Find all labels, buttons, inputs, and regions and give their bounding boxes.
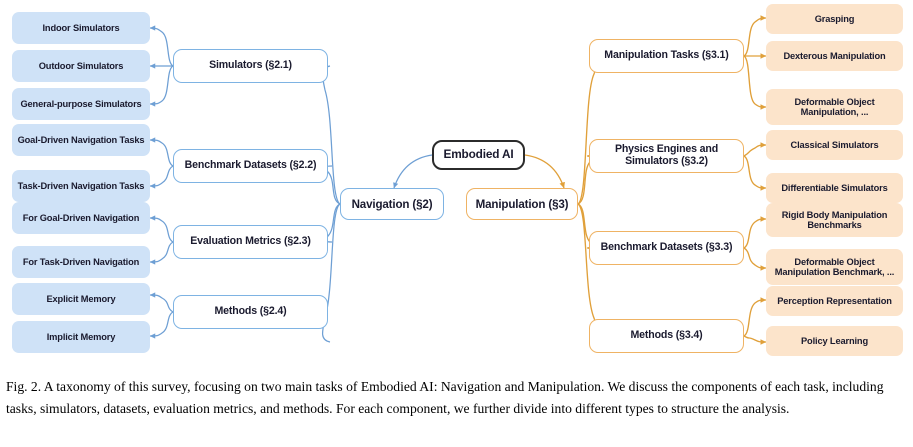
taxonomy-diagram: Embodied AI Navigation (§2) Manipulation… [12,4,903,356]
leaf-node-outdoor-simulators[interactable]: Outdoor Simulators [12,50,150,82]
leaf-node-policy-learning[interactable]: Policy Learning [766,326,903,356]
leaf-node-task-driven-navigation-tasks[interactable]: Task-Driven Navigation Tasks [12,170,150,202]
leaf-node-for-goal-driven-navigation[interactable]: For Goal-Driven Navigation [12,202,150,234]
leaf-node-grasping[interactable]: Grasping [766,4,903,34]
branch-node-navigation[interactable]: Navigation (§2) [340,188,444,220]
leaf-node-goal-driven-navigation-tasks[interactable]: Goal-Driven Navigation Tasks [12,124,150,156]
mid-node-nav-methods[interactable]: Methods (§2.4) [173,295,328,329]
mid-node-man-methods[interactable]: Methods (§3.4) [589,319,744,353]
leaf-node-dexterous-manipulation[interactable]: Dexterous Manipulation [766,41,903,71]
leaf-node-for-task-driven-navigation[interactable]: For Task-Driven Navigation [12,246,150,278]
figure-caption: Fig. 2. A taxonomy of this survey, focus… [0,376,913,420]
mid-node-nav-evaluation-metrics[interactable]: Evaluation Metrics (§2.3) [173,225,328,259]
leaf-node-classical-simulators[interactable]: Classical Simulators [766,130,903,160]
leaf-node-perception-representation[interactable]: Perception Representation [766,286,903,316]
figure-caption-text: A taxonomy of this survey, focusing on t… [6,379,884,417]
figure-label: Fig. 2. [6,379,42,394]
leaf-node-indoor-simulators[interactable]: Indoor Simulators [12,12,150,44]
leaf-node-general-purpose-simulators[interactable]: General-purpose Simulators [12,88,150,120]
root-node-embodied-ai[interactable]: Embodied AI [432,140,525,170]
mid-node-man-manipulation-tasks[interactable]: Manipulation Tasks (§3.1) [589,39,744,73]
branch-node-manipulation[interactable]: Manipulation (§3) [466,188,578,220]
mid-node-nav-benchmark-datasets[interactable]: Benchmark Datasets (§2.2) [173,149,328,183]
leaf-node-explicit-memory[interactable]: Explicit Memory [12,283,150,315]
leaf-node-differentiable-simulators[interactable]: Differentiable Simulators [766,173,903,203]
leaf-node-implicit-memory[interactable]: Implicit Memory [12,321,150,353]
mid-node-nav-simulators[interactable]: Simulators (§2.1) [173,49,328,83]
mid-node-man-benchmark-datasets[interactable]: Benchmark Datasets (§3.3) [589,231,744,265]
